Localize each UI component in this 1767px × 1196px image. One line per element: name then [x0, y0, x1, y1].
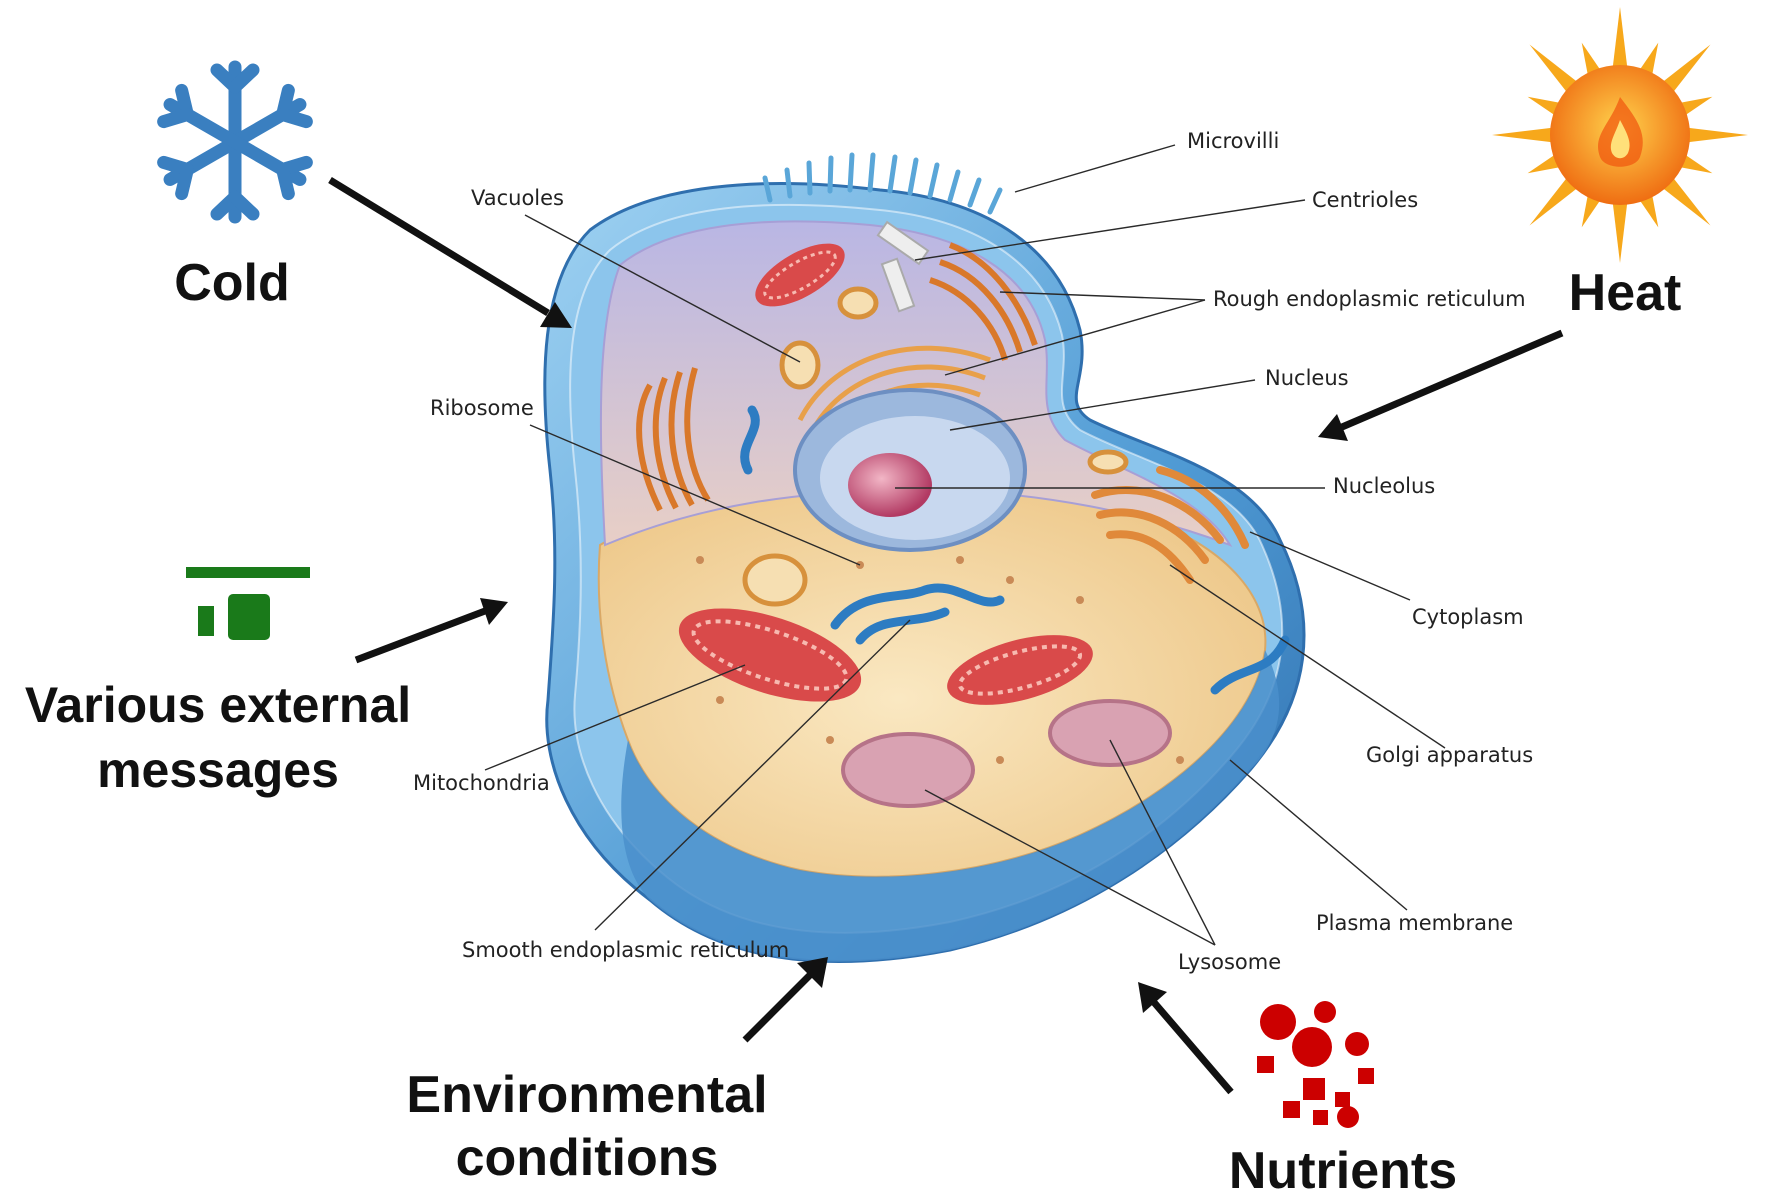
label-nucleolus: Nucleolus [1333, 474, 1435, 498]
label-plasma-membrane: Plasma membrane [1316, 911, 1513, 935]
label-ribosome: Ribosome [430, 396, 534, 420]
arrow-environmental [745, 957, 828, 1040]
cell-illustration [545, 155, 1304, 962]
sun-ray [1612, 197, 1628, 264]
label-nutrients: Nutrients [1229, 1142, 1457, 1196]
label-environmental-line2: conditions [456, 1129, 719, 1187]
label-centrioles: Centrioles [1312, 188, 1418, 212]
nutrient-particles-icon [1257, 1001, 1374, 1128]
arrow-nutrients [1138, 982, 1231, 1092]
label-cold: Cold [174, 254, 290, 312]
arrow-messages [356, 598, 508, 660]
label-environmental-line1: Environmental [406, 1066, 767, 1124]
sun-ray [1682, 127, 1749, 143]
label-cytoplasm: Cytoplasm [1412, 605, 1524, 629]
label-mitochondria: Mitochondria [413, 771, 550, 795]
label-messages-line2: messages [97, 742, 339, 798]
label-golgi: Golgi apparatus [1366, 743, 1533, 767]
label-smooth-er: Smooth endoplasmic reticulum [462, 938, 789, 962]
label-nucleus: Nucleus [1265, 366, 1349, 390]
snowflake-icon [161, 67, 309, 217]
sun-ray [1492, 127, 1559, 143]
signal-icon [186, 567, 310, 640]
label-lysosome: Lysosome [1178, 950, 1281, 974]
sun-ray [1612, 7, 1628, 74]
arrow-heat [1318, 333, 1562, 441]
label-vacuoles: Vacuoles [471, 186, 564, 210]
label-microvilli: Microvilli [1187, 129, 1279, 153]
label-rough-er: Rough endoplasmic reticulum [1213, 287, 1526, 311]
nucleolus-shape [848, 453, 932, 517]
nucleus-shape [795, 390, 1025, 550]
label-messages-line1: Various external [25, 677, 411, 733]
sun-fire-icon [1492, 7, 1748, 263]
label-heat: Heat [1569, 264, 1682, 322]
